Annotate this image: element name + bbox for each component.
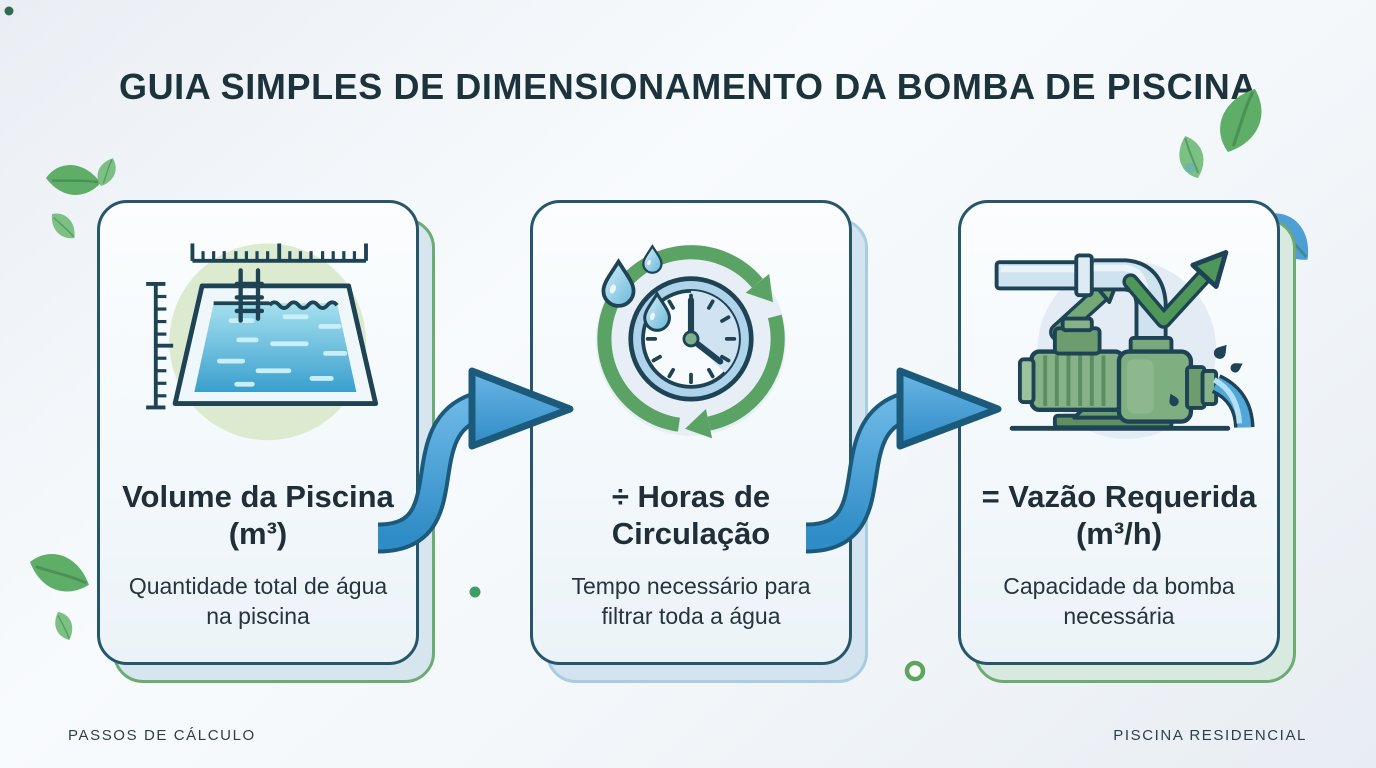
step-card-circulation: ÷ Horas de Circulação Tempo necessário p… — [530, 200, 868, 683]
page-title: GUIA SIMPLES DE DIMENSIONAMENTO DA BOMBA… — [118, 66, 1257, 107]
card-face: ÷ Horas de Circulação Tempo necessário p… — [530, 200, 852, 665]
icon-wrap — [555, 223, 827, 451]
card-face: = Vazão Requerida (m³/h) Capacidade da b… — [958, 200, 1280, 665]
leaf-icon — [47, 609, 81, 642]
step-card-flow: = Vazão Requerida (m³/h) Capacidade da b… — [958, 200, 1296, 683]
circulation-clock-icon — [595, 245, 787, 439]
leaf-icon — [27, 545, 91, 600]
footer-right-label: PISCINA RESIDENCIAL — [1113, 727, 1307, 744]
leaf-icon — [43, 152, 104, 208]
pump-flow-icon — [994, 250, 1255, 439]
step-title: = Vazão Requerida (m³/h) — [981, 479, 1257, 551]
step-title: ÷ Horas de Circulação — [611, 479, 771, 551]
leaf-icon — [46, 211, 81, 241]
leaf-icon — [1212, 86, 1270, 155]
icon-wrap — [983, 223, 1255, 451]
card-face: Volume da Piscina (m³) Quantidade total … — [97, 200, 419, 665]
step-card-volume: Volume da Piscina (m³) Quantidade total … — [97, 200, 435, 683]
step-subtitle: Tempo necessário para filtrar toda a águ… — [571, 573, 811, 629]
step-subtitle: Capacidade da bomba necessária — [1003, 573, 1235, 629]
corner-dot — [4, 6, 14, 16]
dot-decoration — [1185, 163, 1195, 173]
flow-arrow-icon — [800, 345, 1015, 560]
leaf-icon — [1167, 133, 1216, 182]
icon-wrap — [123, 223, 393, 451]
pool-volume-icon — [146, 243, 379, 441]
step-title: Volume da Piscina (m³) — [122, 479, 394, 551]
step-subtitle: Quantidade total de água na piscina — [128, 573, 388, 629]
dot-decoration — [469, 586, 481, 598]
flow-arrow-icon — [372, 345, 587, 560]
footer-left-label: PASSOS DE CÁLCULO — [68, 727, 256, 744]
ring-decoration — [904, 660, 926, 682]
